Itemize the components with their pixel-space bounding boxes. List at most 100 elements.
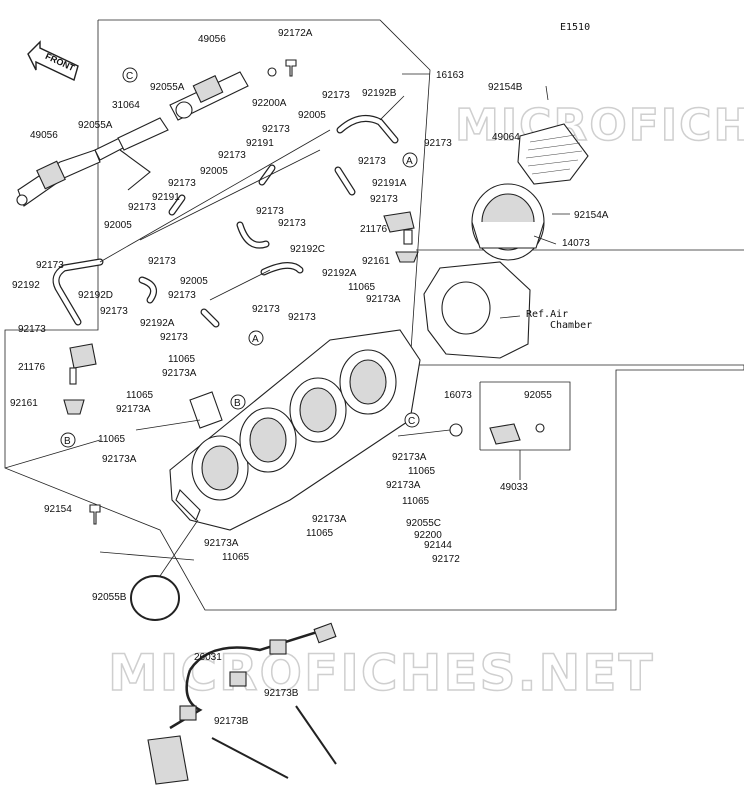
callout-a-top: A [402,152,418,168]
part-number-31064[interactable]: 31064 [112,100,140,111]
throttle-body-assembly [169,329,421,531]
part-number-92192a[interactable]: 92192A [140,318,175,329]
part-number-49064[interactable]: 49064 [492,132,520,143]
part-number-92173[interactable]: 92173 [36,260,64,271]
part-number-labels: 4905692172A1616392055A92200A3106492055A4… [10,28,609,727]
svg-text:C: C [126,71,133,82]
part-number-11065[interactable]: 11065 [222,552,250,563]
part-number-92161[interactable]: 92161 [10,398,38,409]
cable-tie-92173b-b [295,705,337,765]
svg-text:B: B [64,436,71,447]
part-number-11065[interactable]: 11065 [306,528,334,539]
part-number-11065[interactable]: 11065 [408,466,436,477]
callout-b-mid: B [230,394,246,410]
part-number-92173[interactable]: 92173 [278,218,306,229]
part-number-92173[interactable]: 92173 [128,202,156,213]
leader-lines [99,73,570,561]
part-number-92191a[interactable]: 92191A [372,178,407,189]
part-number-92192b[interactable]: 92192B [362,88,397,99]
assembly-boundary [4,19,744,611]
watermark-top: MICROFICHES.NET [455,100,744,151]
part-number-92005[interactable]: 92005 [180,276,208,287]
part-number-92055a[interactable]: 92055A [150,82,185,93]
fuel-rail-left [16,127,147,207]
part-number-49056[interactable]: 49056 [30,130,58,141]
part-number-92173[interactable]: 92173 [424,138,452,149]
fuel-rail-top [117,71,249,191]
part-number-11065[interactable]: 11065 [168,354,196,365]
svg-text:B: B [234,398,241,409]
part-number-92173[interactable]: 92173 [168,290,196,301]
sensor-21176-left [63,343,97,415]
filter-screen-49064 [517,123,589,185]
bolt-92154 [89,504,101,525]
part-number-92192c[interactable]: 92192C [290,244,325,255]
part-number-92055c[interactable]: 92055C [406,518,441,529]
part-number-92154a[interactable]: 92154A [574,210,609,221]
part-number-49033[interactable]: 49033 [500,482,528,493]
boundary-line [4,439,101,469]
part-number-14073[interactable]: 14073 [562,238,590,249]
part-number-92055[interactable]: 92055 [524,390,552,401]
part-number-11065[interactable]: 11065 [402,496,430,507]
part-number-92173[interactable]: 92173 [168,178,196,189]
part-number-92005[interactable]: 92005 [298,110,326,121]
part-number-92172a[interactable]: 92172A [278,28,313,39]
part-number-92173a[interactable]: 92173A [312,514,347,525]
part-number-92200a[interactable]: 92200A [252,98,287,109]
part-number-92055b[interactable]: 92055B [92,592,127,603]
part-number-92173[interactable]: 92173 [288,312,316,323]
part-number-11065[interactable]: 11065 [348,282,376,293]
part-number-92173a[interactable]: 92173A [366,294,401,305]
part-number-92144[interactable]: 92144 [424,540,452,551]
bolt-92172a [285,59,297,77]
harness-26031 [147,622,337,785]
part-number-92192d[interactable]: 92192D [78,290,113,301]
part-number-92173[interactable]: 92173 [370,194,398,205]
part-number-11065[interactable]: 11065 [98,434,126,445]
part-number-92173[interactable]: 92173 [322,90,350,101]
part-number-92005[interactable]: 92005 [104,220,132,231]
part-number-92161[interactable]: 92161 [362,256,390,267]
part-number-92055a[interactable]: 92055A [78,120,113,131]
part-number-92192[interactable]: 92192 [12,280,40,291]
part-number-92173a[interactable]: 92173A [116,404,151,415]
part-number-92173a[interactable]: 92173A [204,538,239,549]
part-number-92173[interactable]: 92173 [148,256,176,267]
part-number-92172[interactable]: 92172 [432,554,460,565]
part-number-92173[interactable]: 92173 [218,150,246,161]
part-number-92005[interactable]: 92005 [200,166,228,177]
ref-air-chamber-label: Chamber [550,320,592,331]
part-number-92191[interactable]: 92191 [152,192,180,203]
part-number-92192a[interactable]: 92192A [322,268,357,279]
part-number-21176[interactable]: 21176 [18,362,46,373]
part-number-16073[interactable]: 16073 [444,390,472,401]
part-number-92200[interactable]: 92200 [414,530,442,541]
part-number-92173[interactable]: 92173 [262,124,290,135]
part-number-92173a[interactable]: 92173A [162,368,197,379]
part-number-21176[interactable]: 21176 [360,224,388,235]
part-number-92173[interactable]: 92173 [358,156,386,167]
part-number-92173b[interactable]: 92173B [264,688,299,699]
part-number-92191[interactable]: 92191 [246,138,274,149]
part-number-92154b[interactable]: 92154B [488,82,523,93]
part-number-92173a[interactable]: 92173A [392,452,427,463]
part-number-92173[interactable]: 92173 [252,304,280,315]
diagram-code: E1510 [560,22,590,33]
callout-c-top: C [122,67,138,83]
part-number-92154[interactable]: 92154 [44,504,72,515]
part-number-92173[interactable]: 92173 [100,306,128,317]
part-number-26031[interactable]: 26031 [194,652,222,663]
part-number-92173[interactable]: 92173 [18,324,46,335]
part-number-92173b[interactable]: 92173B [214,716,249,727]
part-number-16163[interactable]: 16163 [436,70,464,81]
air-chamber-ref [423,261,531,359]
o-ring-92055b [130,575,180,621]
part-number-49056[interactable]: 49056 [198,34,226,45]
part-number-92173a[interactable]: 92173A [102,454,137,465]
part-number-92173[interactable]: 92173 [160,332,188,343]
part-number-11065[interactable]: 11065 [126,390,154,401]
part-number-92173[interactable]: 92173 [256,206,284,217]
part-number-92173a[interactable]: 92173A [386,480,421,491]
ref-air-label: Ref.Air [526,309,568,320]
